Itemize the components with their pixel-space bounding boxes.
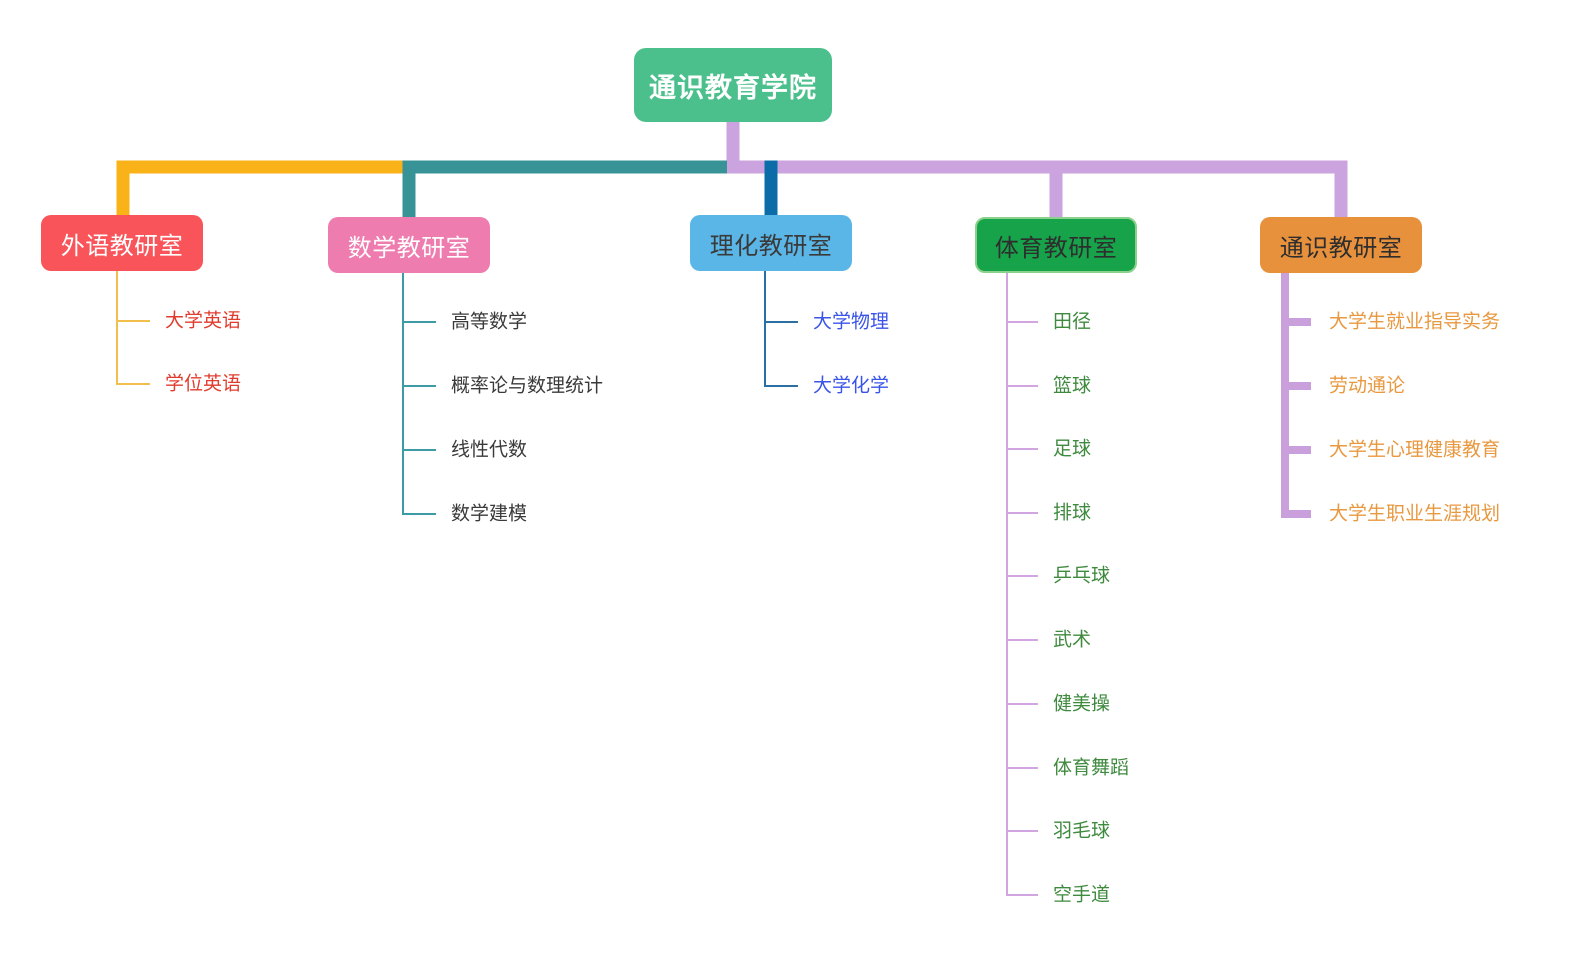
- department-node-general-education[interactable]: 通识教研室: [1260, 217, 1422, 273]
- department-node-label: 体育教研室: [994, 234, 1118, 262]
- spine-general-education: [1281, 271, 1289, 514]
- stub-general-education-3: [1281, 510, 1311, 518]
- course-leaf-physical-education-4[interactable]: 乒乓球: [1053, 565, 1111, 587]
- stub-general-education-2: [1281, 446, 1311, 454]
- course-leaf-physical-education-6[interactable]: 健美操: [1053, 693, 1111, 715]
- stub-physical-education-8: [1006, 830, 1038, 832]
- stub-foreign-language-1: [116, 383, 150, 385]
- root-node-general-education-college[interactable]: 通识教育学院: [634, 48, 832, 122]
- course-leaf-physical-education-1[interactable]: 篮球: [1053, 375, 1092, 397]
- stub-general-education-1: [1281, 382, 1311, 390]
- stub-physical-education-1: [1006, 385, 1038, 387]
- stub-mathematics-0: [402, 321, 436, 323]
- stub-physical-education-4: [1006, 575, 1038, 577]
- root-stem: [726, 120, 740, 174]
- course-leaf-physical-education-7[interactable]: 体育舞蹈: [1053, 757, 1130, 779]
- course-leaf-mathematics-1[interactable]: 概率论与数理统计: [451, 375, 604, 397]
- stub-general-education-0: [1281, 318, 1311, 326]
- drop-general-education: [1334, 160, 1348, 223]
- stub-physics-chemistry-1: [764, 385, 798, 387]
- drop-foreign-language: [116, 160, 130, 221]
- course-leaf-general-education-2[interactable]: 大学生心理健康教育: [1329, 439, 1501, 461]
- department-node-foreign-language[interactable]: 外语教研室: [41, 215, 203, 271]
- course-leaf-physics-chemistry-0[interactable]: 大学物理: [813, 311, 890, 333]
- department-node-label: 数学教研室: [347, 234, 471, 262]
- department-node-physics-chemistry[interactable]: 理化教研室: [690, 215, 852, 271]
- department-node-mathematics[interactable]: 数学教研室: [328, 217, 490, 273]
- course-leaf-mathematics-0[interactable]: 高等数学: [451, 311, 528, 333]
- spine-physical-education: [1006, 271, 1008, 895]
- course-leaf-physical-education-2[interactable]: 足球: [1053, 438, 1092, 460]
- course-leaf-mathematics-2[interactable]: 线性代数: [451, 439, 528, 461]
- course-leaf-physics-chemistry-1[interactable]: 大学化学: [813, 375, 890, 397]
- department-node-label: 通识教研室: [1279, 234, 1403, 262]
- course-leaf-general-education-0[interactable]: 大学生就业指导实务: [1329, 311, 1501, 333]
- drop-mathematics: [402, 160, 416, 223]
- drop-physical-education: [1049, 160, 1063, 223]
- stub-physical-education-5: [1006, 639, 1038, 641]
- stub-physical-education-0: [1006, 321, 1038, 323]
- stub-physical-education-2: [1006, 448, 1038, 450]
- stub-mathematics-3: [402, 513, 436, 515]
- trunk-purple: [727, 160, 1345, 174]
- spine-physics-chemistry: [764, 269, 766, 386]
- course-leaf-physical-education-5[interactable]: 武术: [1053, 629, 1092, 651]
- stub-physical-education-7: [1006, 767, 1038, 769]
- root-node-label: 通识教育学院: [649, 72, 817, 103]
- department-node-label: 理化教研室: [709, 232, 833, 260]
- course-leaf-general-education-3[interactable]: 大学生职业生涯规划: [1329, 503, 1501, 525]
- department-node-label: 外语教研室: [60, 232, 184, 260]
- stub-physical-education-6: [1006, 703, 1038, 705]
- course-leaf-physical-education-3[interactable]: 排球: [1053, 502, 1092, 524]
- stub-physical-education-3: [1006, 512, 1038, 514]
- drop-physics-chemistry: [764, 160, 778, 221]
- spine-mathematics: [402, 271, 404, 514]
- spine-foreign-language: [116, 269, 118, 384]
- department-node-physical-education[interactable]: 体育教研室: [975, 217, 1137, 273]
- course-leaf-mathematics-3[interactable]: 数学建模: [451, 503, 528, 525]
- course-leaf-physical-education-0[interactable]: 田径: [1053, 311, 1092, 333]
- course-leaf-foreign-language-0[interactable]: 大学英语: [165, 310, 242, 332]
- stub-physical-education-9: [1006, 894, 1038, 896]
- course-leaf-general-education-1[interactable]: 劳动通论: [1329, 375, 1406, 397]
- course-leaf-physical-education-9[interactable]: 空手道: [1053, 884, 1111, 906]
- stub-mathematics-1: [402, 385, 436, 387]
- course-leaf-foreign-language-1[interactable]: 学位英语: [165, 373, 242, 395]
- trunk-teal: [405, 160, 733, 174]
- stub-foreign-language-0: [116, 320, 150, 322]
- stub-mathematics-2: [402, 449, 436, 451]
- stub-physics-chemistry-0: [764, 321, 798, 323]
- course-leaf-physical-education-8[interactable]: 羽毛球: [1053, 820, 1111, 842]
- trunk-orange: [117, 160, 405, 174]
